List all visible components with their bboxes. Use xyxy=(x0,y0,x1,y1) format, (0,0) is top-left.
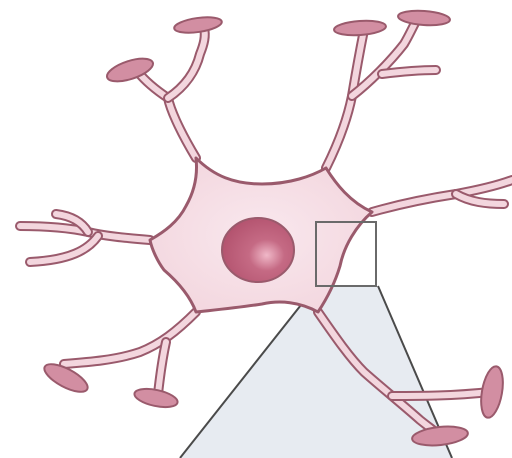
dendrite-tip xyxy=(398,9,451,27)
dendrite-tip xyxy=(478,365,507,420)
dendrite-lower-left xyxy=(64,312,196,364)
dendrite-tip xyxy=(334,19,387,37)
dendrite-tip xyxy=(133,386,179,411)
nucleus xyxy=(222,218,294,282)
dendrite-tip xyxy=(173,15,222,36)
